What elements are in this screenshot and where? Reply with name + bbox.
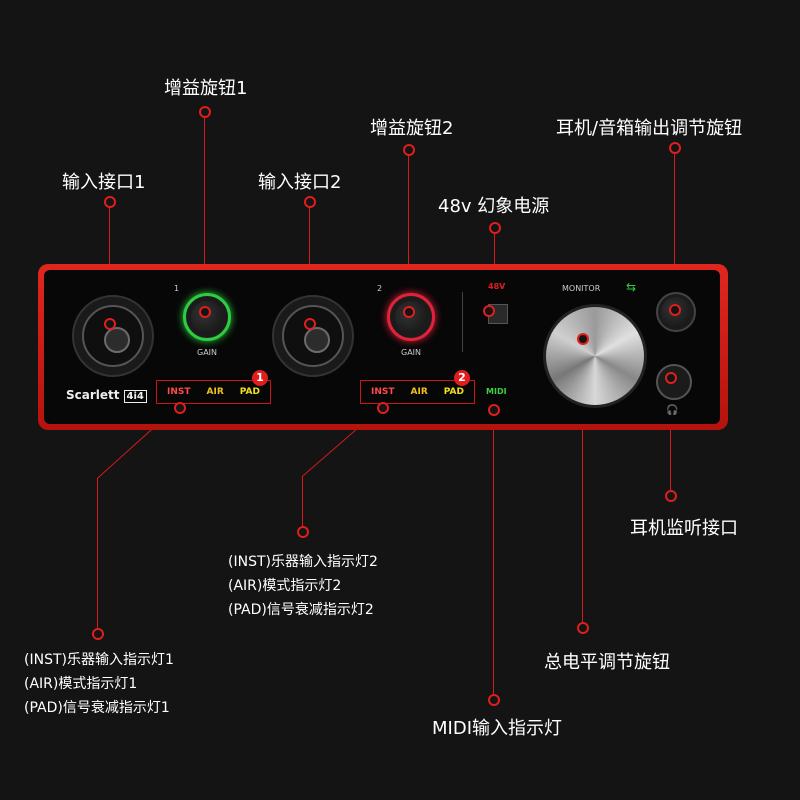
channel-1-buttons: INST AIR PAD [156,380,271,404]
inst-button-2[interactable]: INST [371,387,395,397]
jack-ring [282,305,344,367]
label-headphone-port: 耳机监听接口 [630,518,738,539]
indicator-2-inst: (INST)乐器输入指示灯2 [228,554,378,570]
combo-input-jack-1[interactable] [72,295,154,377]
marker-monitor [669,304,681,316]
leader-ind1-v [97,478,98,634]
marker-master [577,333,589,345]
marker-headphone [665,372,677,384]
marker-input2-top [304,196,316,208]
marker-ind2 [377,402,389,414]
marker-midi [488,404,500,416]
leader-monitor [674,148,675,310]
combo-input-jack-2[interactable] [272,295,354,377]
label-input-port-2: 输入接口2 [258,172,342,193]
channel-2-badge: 2 [454,370,470,386]
leader-input2 [309,202,310,324]
marker-gain2 [403,306,415,318]
midi-label: MIDI [486,387,507,396]
gain-label-2: GAIN [401,348,422,357]
monitor-label: MONITOR [562,284,601,293]
air-button-1[interactable]: AIR [206,387,224,397]
pad-button-2[interactable]: PAD [443,387,464,397]
air-button-2[interactable]: AIR [410,387,428,397]
monitor-volume-knob[interactable] [543,304,647,408]
leader-ind2-v [302,476,303,532]
label-phantom-power: 48v 幻象电源 [438,196,550,217]
indicators-1-list: (INST)乐器输入指示灯1 (AIR)模式指示灯1 (PAD)信号衰减指示灯1 [24,648,174,720]
marker-phantom-top [489,222,501,234]
gain-label-1: GAIN [197,348,218,357]
label-gain-knob-2: 增益旋钮2 [370,118,454,139]
headphone-icon: 🎧 [666,405,679,416]
marker-gain2-top [403,144,415,156]
indicator-1-inst: (INST)乐器输入指示灯1 [24,652,174,668]
marker-input1 [104,318,116,330]
leader-midi [493,410,494,700]
marker-input2 [304,318,316,330]
pad-button-1[interactable]: PAD [239,387,260,397]
phantom-power-label: 48V [488,282,506,291]
channel-2-label: 2 [377,284,383,293]
leader-input1 [109,202,110,324]
channel-1-label: 1 [174,284,180,293]
model-name: 4i4 [123,390,147,403]
marker-phantom [483,305,495,317]
panel-divider [462,292,463,352]
inst-button-1[interactable]: INST [167,387,191,397]
label-monitor-knob: 耳机/音箱输出调节旋钮 [556,118,743,139]
leader-gain2 [408,150,409,312]
leader-headphone [670,378,671,496]
brand-name: Scarlett [66,388,120,402]
marker-ind1-bottom [92,628,104,640]
jack-socket [304,327,330,353]
indicator-1-pad: (PAD)信号衰减指示灯1 [24,700,170,716]
channel-2-buttons: INST AIR PAD [360,380,475,404]
label-master-level-knob: 总电平调节旋钮 [544,652,670,673]
marker-master-bottom [577,622,589,634]
leader-master [582,338,583,628]
label-gain-knob-1: 增益旋钮1 [164,78,248,99]
channel-1-badge: 1 [252,370,268,386]
indicator-2-pad: (PAD)信号衰减指示灯2 [228,602,374,618]
indicators-2-list: (INST)乐器输入指示灯2 (AIR)模式指示灯2 (PAD)信号衰减指示灯2 [228,550,378,622]
marker-ind2-bottom [297,526,309,538]
marker-monitor-top [669,142,681,154]
marker-gain1 [199,306,211,318]
label-midi-indicator: MIDI输入指示灯 [432,718,563,739]
jack-ring [82,305,144,367]
marker-input1-top [104,196,116,208]
label-input-port-1: 输入接口1 [62,172,146,193]
usb-icon: ⇆ [626,280,637,294]
marker-ind1 [174,402,186,414]
jack-socket [104,327,130,353]
indicator-1-air: (AIR)模式指示灯1 [24,676,138,692]
marker-headphone-bottom [665,490,677,502]
marker-gain1-top [199,106,211,118]
leader-gain1 [204,112,205,312]
marker-midi-bottom [488,694,500,706]
indicator-2-air: (AIR)模式指示灯2 [228,578,342,594]
